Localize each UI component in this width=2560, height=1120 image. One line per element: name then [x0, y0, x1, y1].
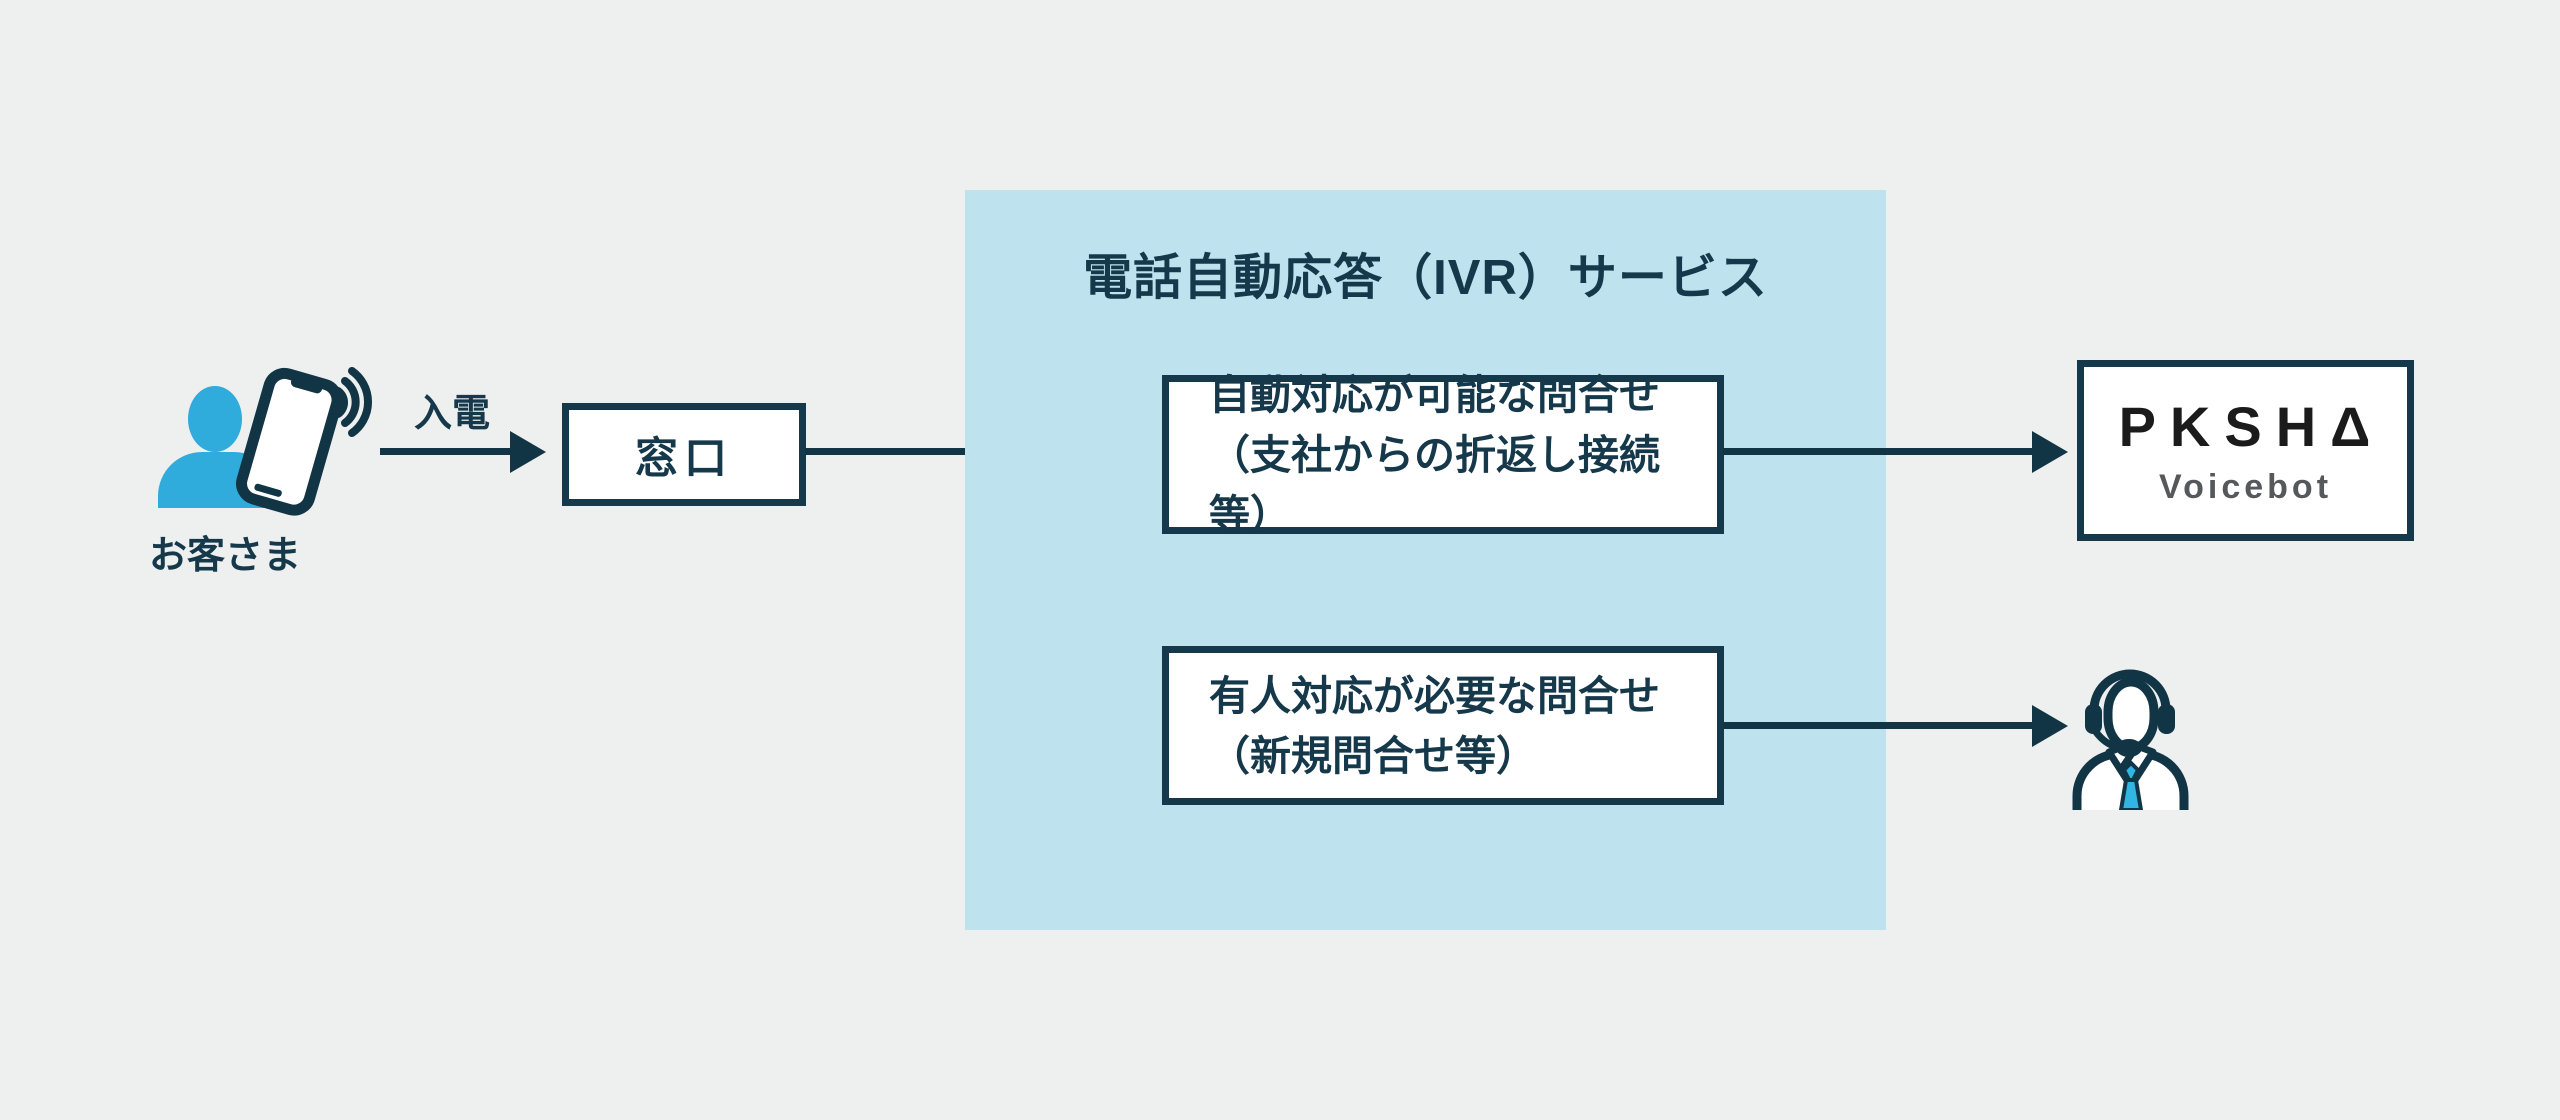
operator-mic-boom — [2092, 728, 2121, 751]
auto-to-voicebot-arrow-head — [2032, 431, 2068, 473]
reception-box-label: 窓口 — [635, 434, 733, 483]
operator-tie-knot — [2121, 760, 2141, 782]
incoming-call-arrow-head — [510, 431, 546, 473]
ivr-panel-title: 電話自動応答（IVR）サービス — [1083, 251, 1768, 305]
ivr-service-panel: 電話自動応答（IVR）サービス — [965, 190, 1886, 930]
incoming-call-label: 入電 — [413, 393, 490, 435]
operator-headset-icon — [2072, 669, 2189, 810]
reception-box: 窓口 — [562, 403, 806, 506]
voicebot-label: Voicebot — [2158, 468, 2333, 506]
human-response-inquiry-line2: （新規問合せ等） — [1209, 732, 1537, 779]
auto-to-voicebot-line — [1723, 448, 2034, 455]
sound-waves-icon — [334, 367, 372, 437]
operator-earcup-right — [2158, 704, 2175, 734]
customer-with-phone-icon — [158, 367, 372, 516]
operator-mic — [2116, 739, 2142, 757]
human-to-operator-arrow-head — [2032, 705, 2068, 747]
incoming-call-arrow-line — [380, 448, 512, 455]
smartphone-icon — [236, 367, 343, 516]
auto-response-inquiry-box: 自動対応が可能な問合せ （支社からの折返し接続等） — [1162, 372, 1724, 538]
human-response-inquiry-box: 有人対応が必要な問合せ （新規問合せ等） — [1162, 646, 1724, 805]
operator-headband — [2089, 669, 2171, 715]
operator-tie-body — [2118, 778, 2144, 810]
pksha-logo: PKSHΔ — [2118, 395, 2385, 458]
human-response-inquiry-line1: 有人対応が必要な問合せ — [1209, 672, 1660, 719]
voicebot-box: PKSHΔ Voicebot — [2077, 360, 2414, 541]
reception-to-branch-line — [805, 448, 1122, 455]
auto-response-inquiry-line1: 自動対応が可能な問合せ — [1209, 371, 1660, 418]
operator-head — [2103, 677, 2159, 753]
human-to-operator-line — [1723, 722, 2034, 729]
auto-response-inquiry-line2: （支社からの折返し接続等） — [1209, 431, 1660, 538]
customer-label: お客さま — [148, 535, 301, 577]
operator-earcup-left — [2085, 704, 2102, 734]
